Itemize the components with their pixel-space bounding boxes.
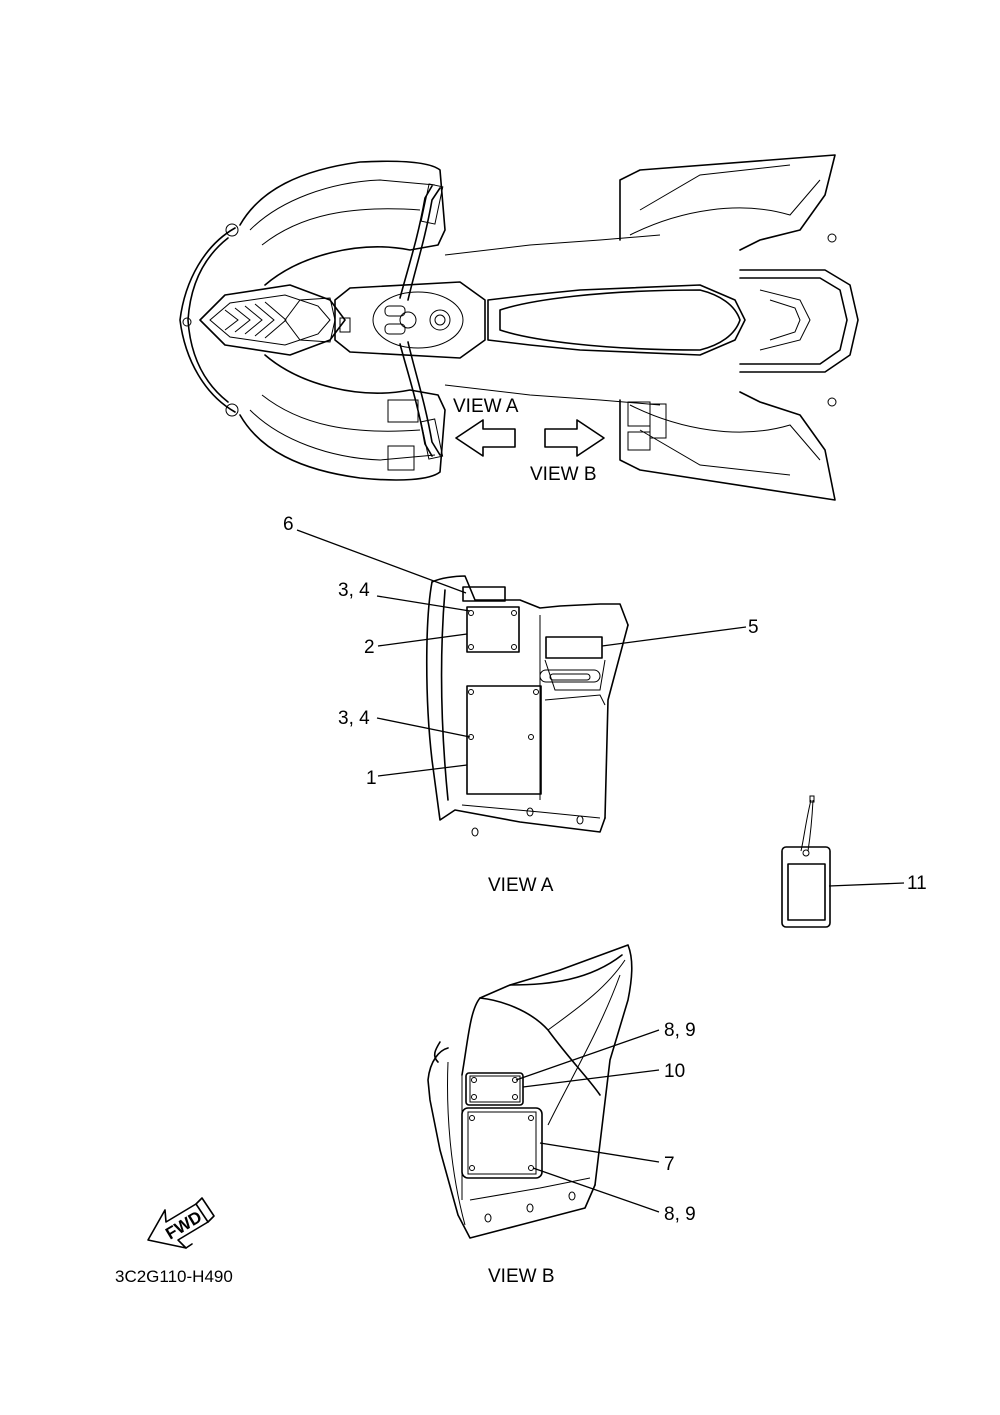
callout-8-9-lower: 8, 9	[664, 1204, 696, 1225]
view-b-panel	[427, 944, 633, 1239]
decal-10	[465, 1072, 524, 1106]
callout-1: 1	[366, 768, 377, 789]
decal-2	[466, 606, 520, 653]
decal-1	[466, 685, 542, 795]
callout-8-9-upper: 8, 9	[664, 1020, 696, 1041]
callout-2: 2	[364, 637, 375, 658]
callout-3-4-upper: 3, 4	[338, 580, 370, 601]
view-b-arrow-label: VIEW B	[530, 464, 597, 485]
decal-5	[545, 636, 603, 659]
view-b-caption: VIEW B	[488, 1266, 555, 1287]
callout-11: 11	[907, 873, 927, 894]
fwd-arrow-icon: FWD	[147, 1197, 215, 1249]
callout-7: 7	[664, 1154, 675, 1175]
atv-top-view	[179, 154, 859, 501]
view-a-arrow	[455, 419, 516, 457]
view-a-caption: VIEW A	[488, 875, 554, 896]
view-b-arrow	[544, 419, 605, 457]
callout-10: 10	[664, 1061, 685, 1082]
fwd-icon-text: FWD	[162, 1207, 205, 1243]
view-a-arrow-label: VIEW A	[453, 396, 519, 417]
decal-6	[462, 586, 506, 602]
callout-5: 5	[748, 617, 759, 638]
hang-tag	[781, 795, 831, 928]
diagram-code: 3C2G110-H490	[115, 1267, 233, 1286]
callout-6: 6	[283, 514, 294, 535]
view-a-panel	[425, 575, 629, 837]
callout-3-4-lower: 3, 4	[338, 708, 370, 729]
